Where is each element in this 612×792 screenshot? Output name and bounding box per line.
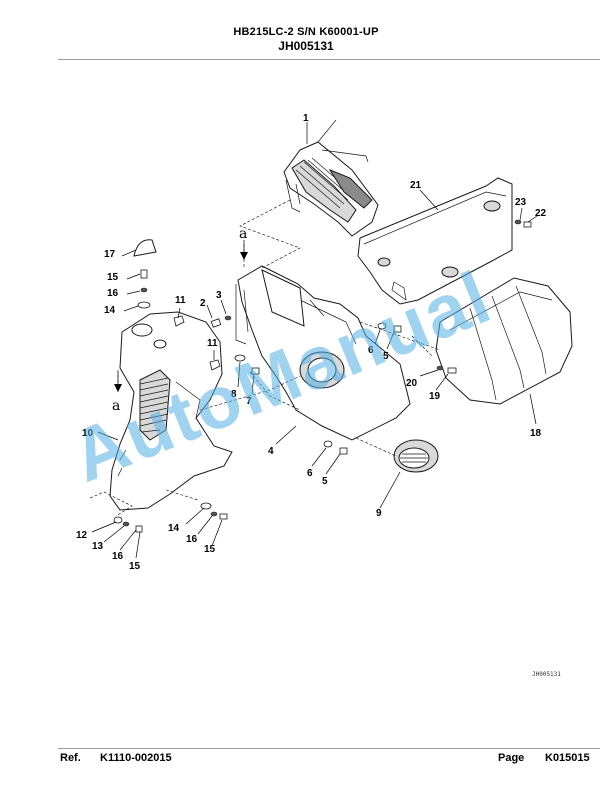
callout-7: 7 [246, 396, 252, 407]
part-17-cap [133, 239, 157, 257]
part-4-center-housing [235, 265, 411, 441]
callout-leaders [91, 122, 538, 559]
callout-16: 16 [107, 288, 119, 299]
marker-a-left: a [112, 398, 120, 414]
callout-17: 17 [104, 249, 116, 260]
figure-id: JH005131 [532, 671, 561, 678]
reference-marker-a-left: a [112, 372, 122, 414]
callout-8: 8 [231, 389, 237, 400]
callout-6-upper: 6 [368, 345, 374, 356]
part-1-louver-unit [283, 119, 379, 237]
model-title: HB215LC-2 S/N K60001-UP [233, 26, 379, 38]
callout-16-bottom-left: 16 [112, 551, 124, 562]
callout-5-lower: 5 [322, 476, 328, 487]
callout-1: 1 [303, 113, 309, 124]
callout-15: 15 [107, 272, 119, 283]
callout-14: 14 [104, 305, 116, 316]
callout-15-bottom-left: 15 [129, 561, 141, 572]
callout-19: 19 [429, 391, 441, 402]
callout-15-bottom: 15 [204, 544, 216, 555]
part-9-grille [393, 439, 439, 473]
callout-21: 21 [410, 180, 422, 191]
callout-6-lower: 6 [307, 468, 313, 479]
callout-11-lower: 11 [207, 338, 218, 349]
callout-13: 13 [92, 541, 104, 552]
callout-2: 2 [200, 298, 206, 309]
callout-11-upper: 11 [175, 295, 186, 306]
callout-5-upper: 5 [383, 351, 389, 362]
callout-22: 22 [535, 208, 547, 219]
footer-ref-label: Ref. [60, 752, 81, 764]
footer-page-label: Page [498, 752, 525, 764]
part-10-front-duct [109, 311, 233, 511]
marker-a-top: a [239, 226, 247, 242]
callout-3: 3 [216, 290, 222, 301]
callout-9: 9 [376, 508, 382, 519]
callout-10: 10 [82, 428, 94, 439]
footer-rule [58, 748, 600, 749]
callout-4: 4 [268, 446, 274, 457]
callout-16-bottom: 16 [186, 534, 198, 545]
header-rule [58, 59, 600, 60]
callout-18: 18 [530, 428, 542, 439]
footer-ref-value: K1110-002015 [100, 752, 172, 764]
page-header: HB215LC-2 S/N K60001-UP JH005131 [0, 26, 612, 53]
hardware-fasteners [113, 219, 532, 533]
callout-14-bottom: 14 [168, 523, 180, 534]
callout-12: 12 [76, 530, 88, 541]
callout-20: 20 [406, 378, 418, 389]
callout-numbers: 1 21 23 22 17 15 16 14 11 2 3 11 8 7 6 5… [76, 113, 547, 572]
part-21-rear-panel [357, 177, 513, 305]
footer-page-value: K015015 [545, 752, 590, 764]
callout-23: 23 [515, 197, 527, 208]
figure-code: JH005131 [278, 39, 334, 53]
assembly-reference-lines [89, 199, 441, 517]
reference-marker-a-top: a [239, 226, 248, 260]
